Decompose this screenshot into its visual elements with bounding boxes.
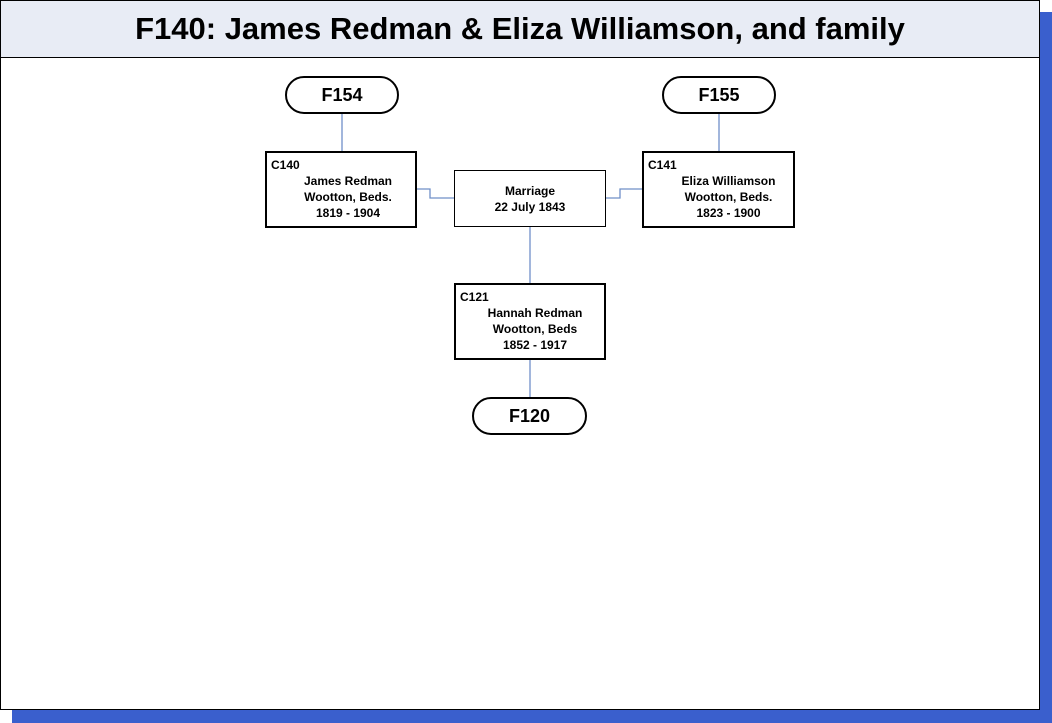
- person-dates: 1819 - 1904: [315, 206, 381, 220]
- person-name: Hannah Redman: [487, 306, 583, 320]
- family-link-f155[interactable]: F155: [662, 76, 776, 114]
- page-title: F140: James Redman & Eliza Williamson, a…: [135, 11, 905, 46]
- person-box-mother[interactable]: C141 Eliza Williamson Wootton, Beds. 182…: [642, 151, 795, 228]
- family-link-f120[interactable]: F120: [472, 397, 587, 435]
- family-link-f154-label: F154: [321, 84, 363, 105]
- family-link-f120-label: F120: [508, 405, 551, 426]
- connector-c140-to-marriage: [416, 188, 455, 199]
- person-dates: 1852 - 1917: [502, 338, 568, 352]
- connector-c141-to-marriage: [605, 188, 643, 199]
- family-link-f155-label: F155: [698, 84, 740, 105]
- person-box-father[interactable]: C140 James Redman Wootton, Beds. 1819 - …: [265, 151, 417, 228]
- person-box-child[interactable]: C121 Hannah Redman Wootton, Beds 1852 - …: [454, 283, 606, 360]
- person-dates: 1823 - 1900: [696, 206, 761, 220]
- family-link-f154[interactable]: F154: [285, 76, 399, 114]
- marriage-date: 22 July 1843: [494, 199, 566, 214]
- person-code: C141: [648, 158, 677, 172]
- person-place: Wootton, Beds.: [304, 190, 392, 204]
- person-name: Eliza Williamson: [681, 174, 776, 188]
- person-place: Wootton, Beds: [492, 322, 578, 336]
- marriage-box[interactable]: Marriage 22 July 1843: [454, 170, 606, 227]
- person-place: Wootton, Beds.: [684, 190, 773, 204]
- person-name: James Redman: [303, 174, 393, 188]
- title-bar: F140: James Redman & Eliza Williamson, a…: [1, 1, 1039, 58]
- marriage-label: Marriage: [504, 183, 556, 198]
- person-code: C140: [271, 158, 300, 172]
- person-code: C121: [460, 290, 489, 304]
